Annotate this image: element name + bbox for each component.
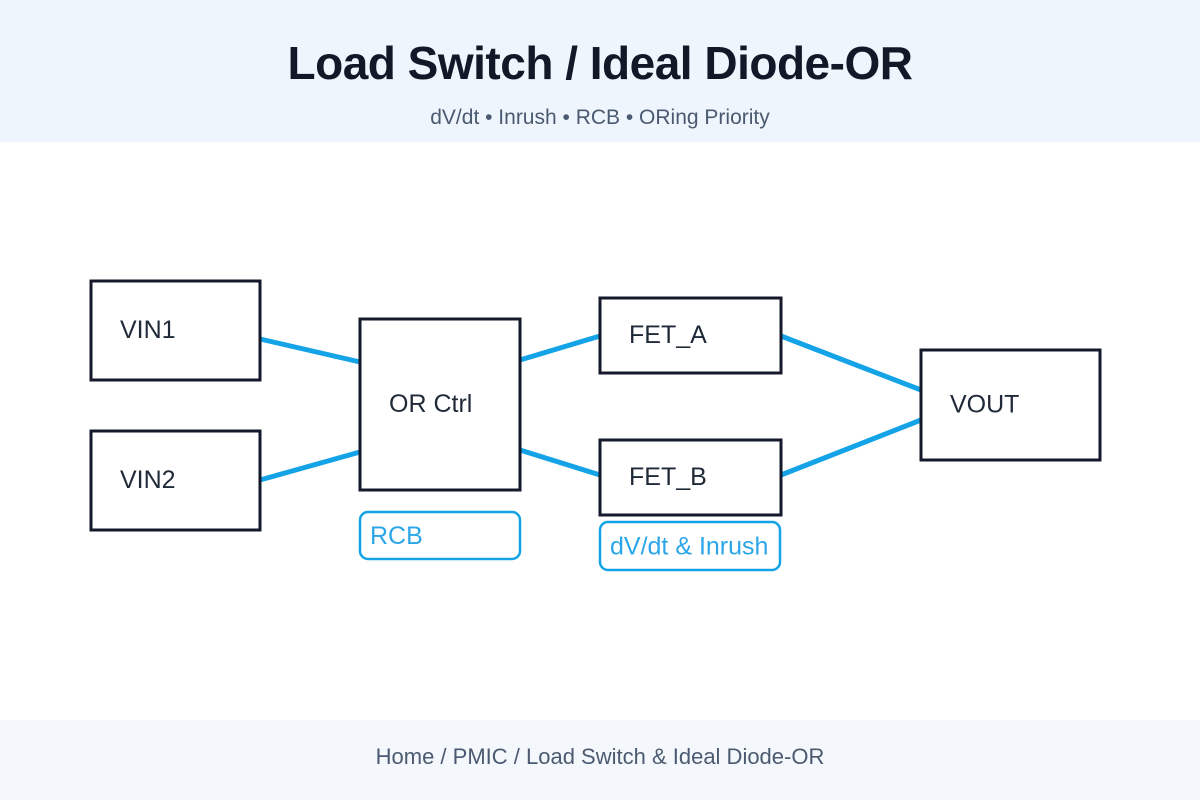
diagram-badges: RCB dV/dt & Inrush: [358, 510, 782, 572]
badge-dvdt[interactable]: dV/dt & Inrush: [598, 520, 782, 572]
node-vin1[interactable]: VIN1: [89, 279, 262, 382]
node-vin1-box: [89, 279, 262, 382]
node-vin2[interactable]: VIN2: [89, 429, 262, 532]
node-feta-label: FET_A: [629, 321, 707, 349]
badge-rcb-box: [358, 510, 522, 561]
node-feta[interactable]: FET_A: [598, 296, 783, 375]
node-vout-box: [919, 348, 1102, 462]
badge-dvdt-box: [598, 520, 782, 572]
badge-rcb[interactable]: RCB: [358, 510, 522, 561]
edge-vin1-to-orctrl: [259, 336, 361, 365]
page-footer: Home / PMIC / Load Switch & Ideal Diode-…: [0, 720, 1200, 800]
node-vout-label: VOUT: [950, 391, 1019, 419]
node-feta-box: [598, 296, 783, 375]
edge-feta-to-vout: [780, 333, 922, 393]
node-vin2-box: [89, 429, 262, 532]
page-title: Load Switch / Ideal Diode-OR: [287, 37, 913, 89]
node-orctrl-box: [358, 317, 522, 492]
node-fetb-box: [598, 438, 783, 517]
page-subtitle: dV/dt • Inrush • RCB • ORing Priority: [430, 106, 770, 129]
edge-vin2-to-orctrl: [259, 449, 361, 483]
node-vout[interactable]: VOUT: [919, 348, 1102, 462]
node-orctrl-label: OR Ctrl: [389, 390, 472, 418]
edge-fetb-to-vout: [780, 417, 922, 478]
node-fetb[interactable]: FET_B: [598, 438, 783, 517]
diagram-edges: [259, 333, 922, 483]
breadcrumb[interactable]: Home / PMIC / Load Switch & Ideal Diode-…: [375, 744, 825, 769]
node-orctrl[interactable]: OR Ctrl: [358, 317, 522, 492]
edge-orctrl-to-feta: [519, 333, 601, 363]
badge-rcb-label: RCB: [370, 522, 423, 550]
node-vin1-label: VIN1: [120, 316, 176, 344]
node-vin2-label: VIN2: [120, 466, 176, 494]
edge-orctrl-to-fetb: [519, 447, 601, 478]
page-header: Load Switch / Ideal Diode-OR dV/dt • Inr…: [0, 0, 1200, 142]
node-fetb-label: FET_B: [629, 463, 707, 491]
badge-dvdt-label: dV/dt & Inrush: [610, 533, 768, 561]
